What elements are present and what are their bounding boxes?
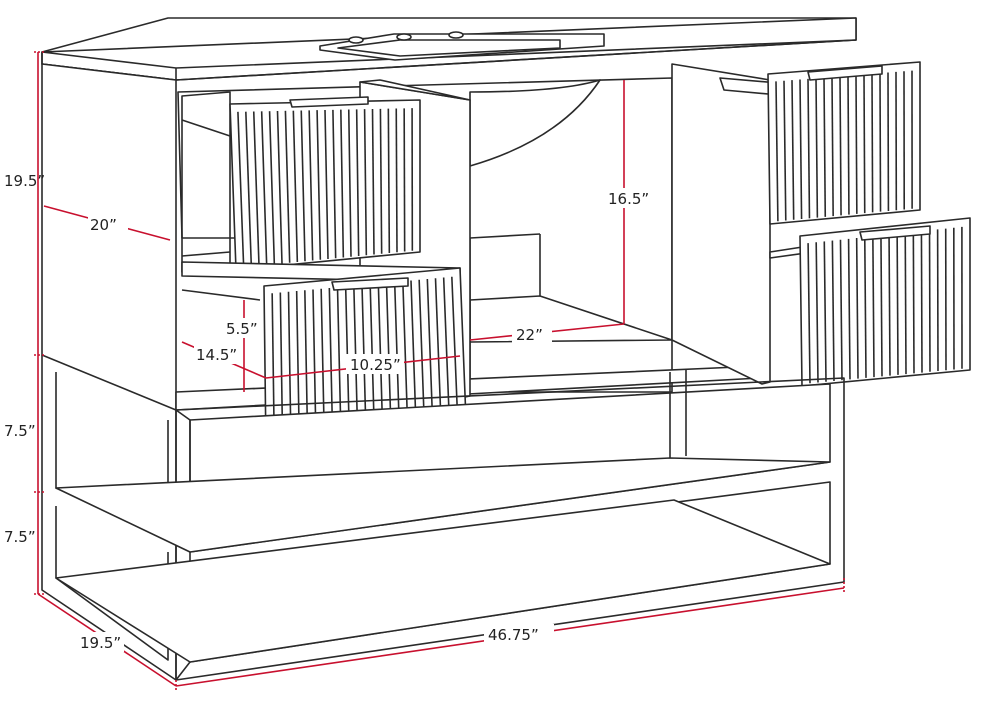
label-drawer-depth: 14.5” [196,346,237,364]
drawer-flute [873,236,874,377]
label-drawer-height: 5.5” [226,320,258,338]
label-overall-width: 46.75” [488,626,539,644]
faucet-hole-left [349,37,363,43]
drawer-flute [856,75,857,214]
faucet-hole-center [397,34,411,40]
label-interior-width: 22” [516,326,543,344]
drawer-flute [889,235,890,376]
faucet-hole-right [449,32,463,38]
drawer-lower-right [770,218,970,386]
drawer-flute [840,76,841,215]
drawer-flute [388,109,389,253]
label-interior-height: 16.5” [608,190,649,208]
label-shelf-gap-lower: 7.5” [4,528,36,546]
drawer-flute [848,76,849,215]
drawer-upper-left [230,97,420,270]
drawer-flute [905,233,906,374]
drawer-flute [864,74,865,213]
label-total-height: 19.5” [4,172,45,190]
drawer-flute [396,109,397,253]
label-overall-depth: 19.5” [80,634,121,652]
drawer-flute [921,231,922,372]
drawer-flute [880,73,881,212]
drawer-flute [872,74,873,213]
label-inner-depth: 20” [90,216,117,234]
label-drawer-width: 10.25” [350,356,401,374]
drawer-flute [897,234,898,375]
label-shelf-gap-upper: 7.5” [4,422,36,440]
drawer-flute [404,108,405,251]
drawer-flute [913,232,914,373]
drawer-flute [881,235,882,376]
drawer-upper-right [768,62,920,224]
